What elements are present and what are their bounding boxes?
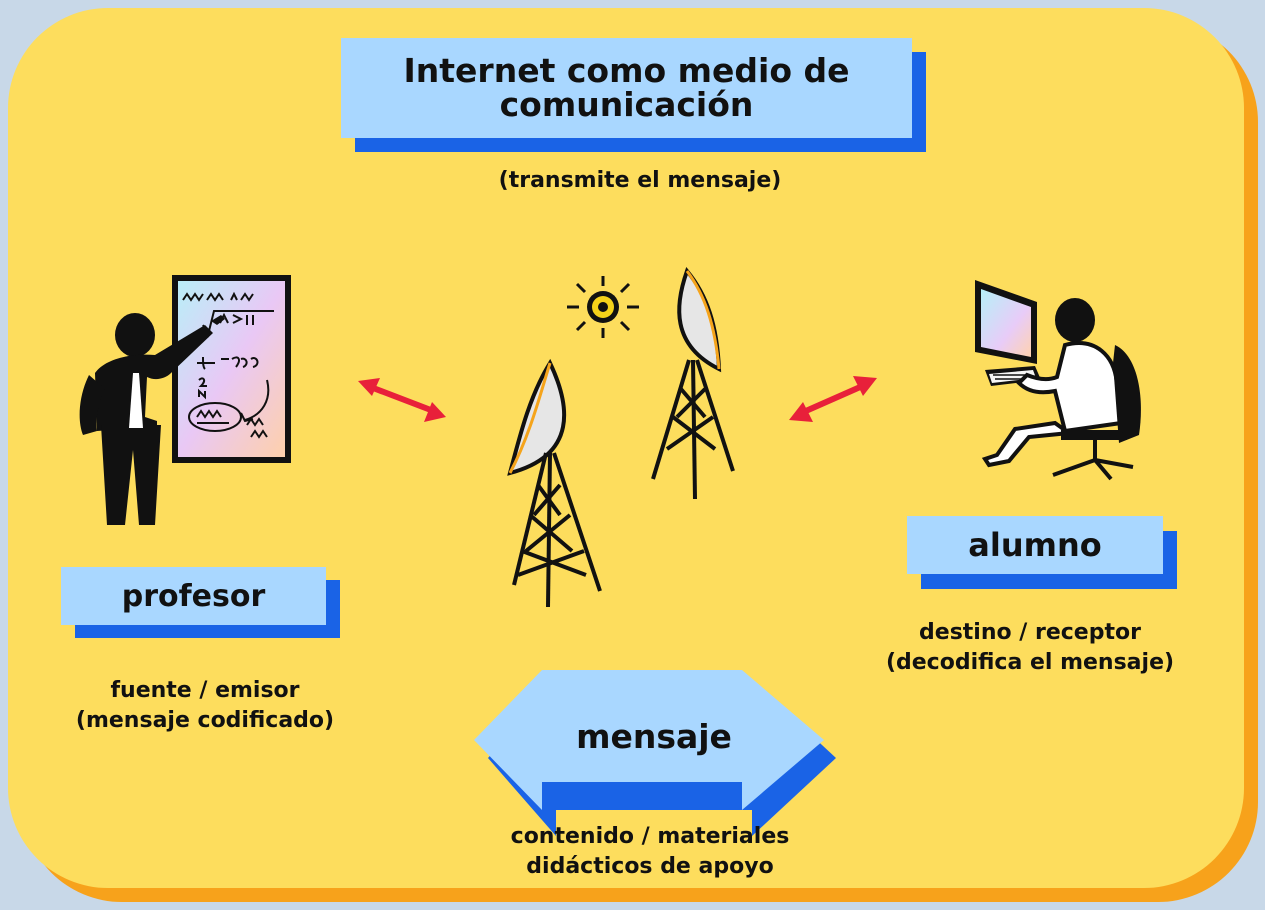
message-double-arrow — [474, 670, 836, 836]
message-caption: contenido / materiales didácticos de apo… — [440, 822, 860, 882]
professor-caption-line-2: (mensaje codificado) — [75, 708, 335, 733]
title-line-1: Internet como medio de — [403, 51, 850, 90]
antenna-tower-icon — [651, 267, 735, 500]
title-line-2: comunicación — [499, 85, 754, 124]
student-caption-line-2: (decodifica el mensaje) — [885, 650, 1175, 675]
antenna-tower-icon — [507, 358, 602, 608]
title-caption: (transmite el mensaje) — [498, 168, 782, 193]
student-label-box: alumno — [907, 516, 1177, 589]
professor-caption: fuente / emisor (mensaje codificado) — [20, 676, 390, 736]
message-caption-line-2: didácticos de apoyo — [526, 854, 774, 879]
student-caption: destino / receptor (decodifica el mensaj… — [830, 618, 1230, 678]
professor-caption-line-1: fuente / emisor — [110, 678, 300, 703]
message-caption-line-1: contenido / materiales — [510, 824, 790, 849]
student-caption-line-1: destino / receptor — [919, 620, 1141, 645]
professor-label-box: profesor — [61, 567, 340, 638]
student-label: alumno — [907, 516, 1163, 574]
double-arrow-icon — [358, 378, 446, 422]
message-label: mensaje — [576, 717, 732, 756]
sun-icon — [567, 276, 639, 338]
professor-label: profesor — [61, 567, 326, 625]
teacher-at-board-icon — [79, 275, 291, 525]
double-arrow-icon — [789, 376, 877, 422]
person-at-computer-icon — [975, 280, 1141, 481]
title-box: Internet como medio de comunicación — [341, 38, 926, 152]
